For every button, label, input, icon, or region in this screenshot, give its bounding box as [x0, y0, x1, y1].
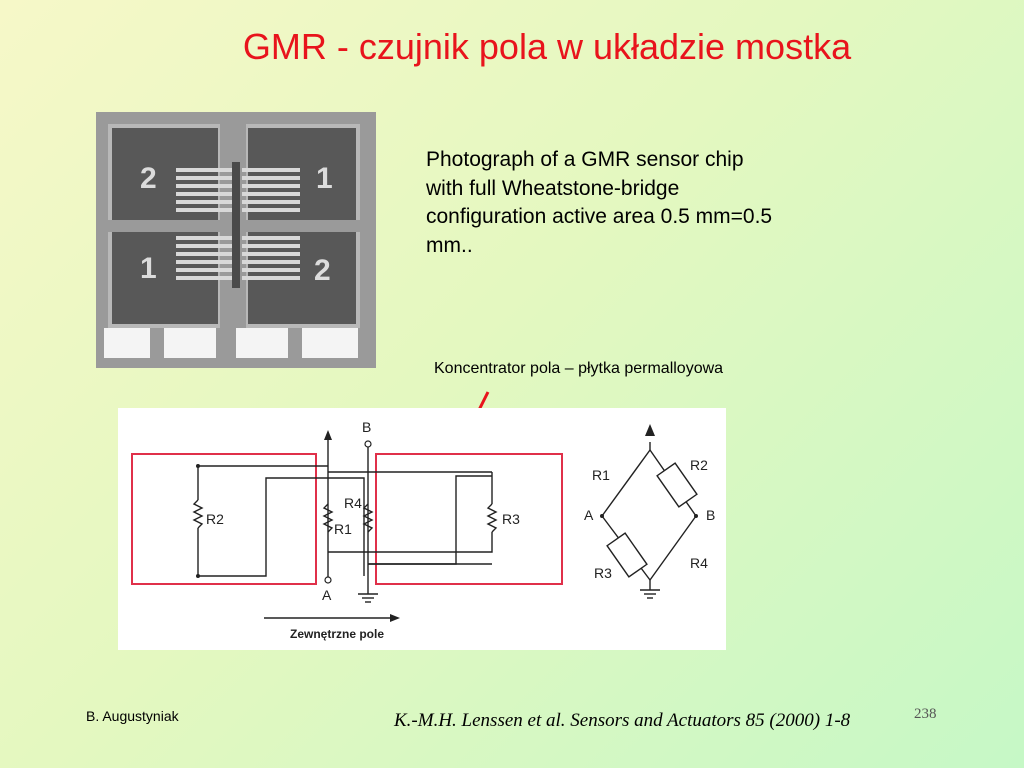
bridge-label-r1: R1	[592, 467, 610, 483]
chip-label: 2	[314, 254, 331, 287]
bridge-label-r2: R2	[690, 457, 708, 473]
gmr-chip-photo: 2 1 1 2	[96, 112, 376, 368]
bridge-node-b: B	[706, 507, 715, 523]
bridge-label-r3: R3	[594, 565, 612, 581]
circuit-diagram-panel: B A R2 R4 R1 R3 Zewnętrzne pole	[118, 408, 726, 650]
concentrator-label: Koncentrator pola – płytka permalloyowa	[434, 360, 724, 377]
chip-label: 1	[316, 162, 333, 195]
slide-title: GMR - czujnik pola w układzie mostka	[242, 26, 852, 67]
author-label: B. Augustyniak	[86, 708, 179, 724]
node-label-b: B	[362, 419, 371, 435]
concentrator-box-left	[131, 453, 317, 585]
chip-label: 2	[140, 162, 157, 195]
chip-label: 1	[140, 252, 157, 285]
concentrator-box-right	[375, 453, 563, 585]
chip-caption: Photograph of a GMR sensor chip with ful…	[426, 148, 773, 257]
resistor-label-r2: R2	[206, 511, 224, 527]
bridge-node-a: A	[584, 507, 594, 523]
page-number: 238	[914, 706, 937, 722]
bridge-label-r4: R4	[690, 555, 708, 571]
node-label-a: A	[322, 587, 332, 603]
resistor-label-r3: R3	[502, 511, 520, 527]
resistor-label-r4: R4	[344, 495, 362, 511]
external-field-label: Zewnętrzne pole	[290, 627, 384, 641]
resistor-label-r1: R1	[334, 521, 352, 537]
citation-text: K.-M.H. Lenssen et al. Sensors and Actua…	[394, 710, 851, 731]
